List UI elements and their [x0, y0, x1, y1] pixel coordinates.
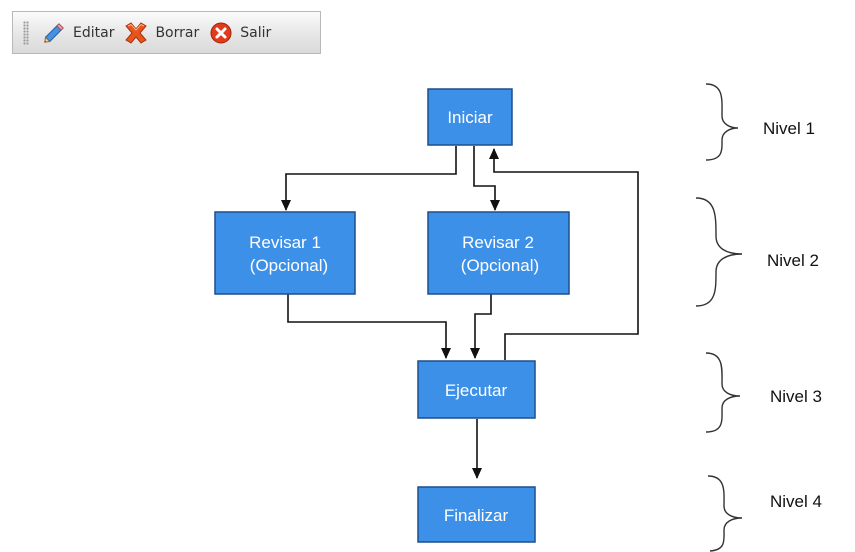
node-ejecutar-box [417, 360, 536, 419]
node-revisar-1-box [214, 211, 356, 295]
delete-x-icon [125, 21, 148, 44]
node-revisar-2-label-line2: (Opcional) [461, 256, 539, 275]
delete-label: Borrar [155, 24, 200, 41]
level-3-brace [705, 352, 741, 433]
exit-label: Salir [240, 24, 272, 41]
edge-ejecutar-back-to-iniciar [489, 148, 639, 360]
node-revisar-2: Revisar 2 (Opcional) [427, 211, 570, 295]
edge-iniciar-to-revisar1 [281, 146, 457, 211]
level-1-brace [705, 83, 739, 161]
node-revisar-1: Revisar 1 (Opcional) [214, 211, 356, 295]
edge-revisar2-to-ejecutar [470, 294, 492, 359]
node-iniciar: Iniciar [427, 88, 513, 146]
level-4-brace [707, 475, 743, 552]
level-2-brace [695, 197, 743, 307]
edit-button[interactable]: Editar [41, 21, 114, 45]
node-revisar-1-label-line1: Revisar 1 [249, 233, 321, 252]
pencil-icon [44, 22, 64, 43]
node-revisar-2-label-line1: Revisar 2 [462, 233, 534, 252]
delete-button[interactable]: Borrar [123, 21, 199, 45]
exit-button[interactable]: Salir [208, 21, 271, 45]
node-finalizar-box [417, 486, 536, 543]
edit-label: Editar [73, 24, 115, 41]
toolbar-grip[interactable] [23, 20, 29, 45]
node-iniciar-label: Iniciar [447, 108, 493, 127]
exit-circle-icon [210, 22, 232, 43]
node-ejecutar: Ejecutar [417, 360, 536, 419]
level-3-label: Nivel 3 [770, 387, 822, 406]
edge-iniciar-to-revisar2 [473, 146, 500, 211]
edge-revisar1-to-ejecutar [287, 294, 451, 359]
node-revisar-1-label-line2: (Opcional) [250, 256, 328, 275]
toolbar: Editar Borrar Salir [12, 11, 321, 54]
level-1-label: Nivel 1 [763, 119, 815, 138]
level-2-label: Nivel 2 [767, 251, 819, 270]
node-finalizar-label: Finalizar [444, 506, 509, 525]
node-finalizar: Finalizar [417, 486, 536, 543]
node-ejecutar-label: Ejecutar [445, 381, 508, 400]
node-iniciar-box [427, 88, 513, 146]
node-revisar-2-box [427, 211, 570, 295]
level-4-label: Nivel 4 [770, 492, 822, 511]
